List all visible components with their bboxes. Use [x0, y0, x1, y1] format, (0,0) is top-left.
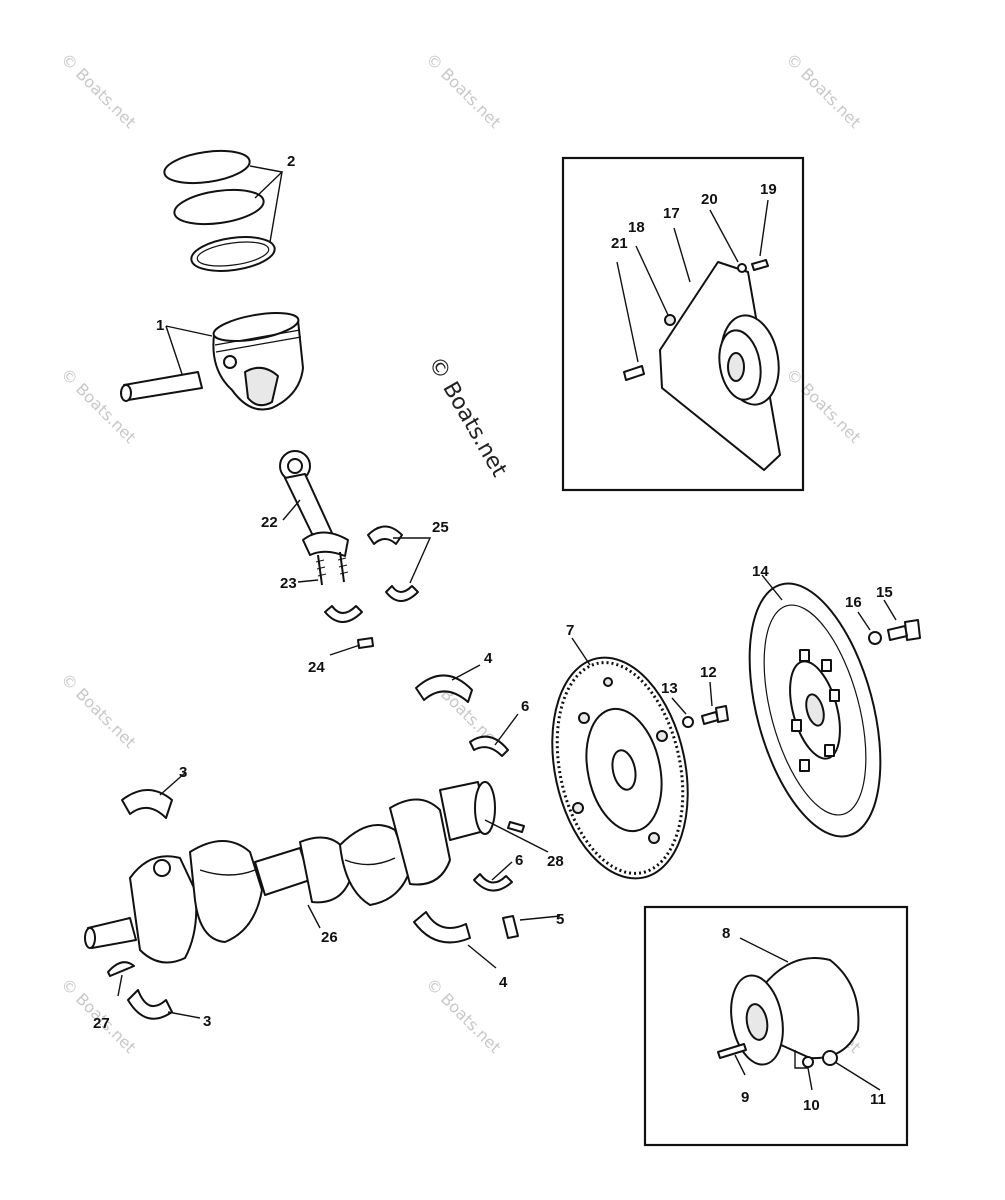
callout-6-lower: 6 [515, 852, 523, 869]
main-bearing-lower-4 [413, 911, 471, 944]
watermark-text: © Boats.net [57, 364, 139, 446]
rod-cap-bearing [324, 605, 363, 623]
thrust-washer-6-lower [473, 873, 513, 892]
callout-3-lower: 3 [203, 1013, 211, 1030]
adapter-plate [659, 261, 781, 471]
callout-9: 9 [741, 1089, 749, 1106]
bolt-12 [701, 705, 729, 725]
piston-rings [163, 149, 276, 272]
callout-labels: 2 1 22 23 24 25 4 6 3 28 6 5 4 26 3 27 7… [93, 153, 893, 1114]
callout-21: 21 [611, 235, 628, 252]
washer-16 [868, 631, 882, 645]
callout-20: 20 [701, 191, 718, 208]
piston-and-pin [120, 312, 304, 411]
inset-box-top [561, 156, 805, 492]
watermark-text: © Boats.net [57, 669, 139, 751]
callout-10: 10 [803, 1097, 820, 1114]
callout-26: 26 [321, 929, 338, 946]
callout-6-upper: 6 [521, 698, 529, 715]
callout-23: 23 [280, 575, 297, 592]
callout-7: 7 [566, 622, 574, 639]
bolt-15 [887, 619, 921, 641]
washer-20 [737, 263, 747, 273]
washer-13 [682, 716, 694, 728]
callout-14: 14 [752, 563, 769, 580]
drive-coupler [730, 957, 860, 1066]
dowel-pin-5 [502, 915, 519, 939]
washer-10 [802, 1056, 814, 1068]
inset-box-bottom [643, 905, 909, 1147]
dowel-pin-28 [507, 821, 525, 833]
leader-lines [117, 165, 897, 1091]
watermark-text: © Boats.net [422, 974, 504, 1056]
callout-19: 19 [760, 181, 777, 198]
callout-24: 24 [308, 659, 325, 676]
flywheel-assembly [551, 656, 689, 880]
bolt-21 [623, 365, 645, 381]
main-bearing-upper-4 [415, 674, 473, 703]
damper-plate [748, 582, 882, 838]
rod-nut [357, 637, 374, 649]
callout-3-upper: 3 [179, 764, 187, 781]
callout-16: 16 [845, 594, 862, 611]
main-bearing-3-lower [127, 989, 173, 1020]
callout-13: 13 [661, 680, 678, 697]
callout-27: 27 [93, 1015, 110, 1032]
nut-11 [822, 1050, 838, 1066]
watermark-text: © Boats.net [782, 49, 864, 131]
rod-bearing-lower [385, 585, 419, 602]
watermark-main: © Boats.net [423, 353, 512, 482]
callout-5: 5 [556, 911, 564, 928]
callout-8: 8 [722, 925, 730, 942]
callout-28: 28 [547, 853, 564, 870]
crankshaft [84, 781, 496, 964]
watermark-text: © Boats.net [422, 49, 504, 131]
watermark-text: © Boats.net [782, 364, 864, 446]
callout-15: 15 [876, 584, 893, 601]
callout-1: 1 [156, 317, 164, 334]
stud-9 [717, 1043, 747, 1059]
callout-22: 22 [261, 514, 278, 531]
callout-12: 12 [700, 664, 717, 681]
woodruff-key [107, 961, 135, 977]
callout-4-lower: 4 [499, 974, 508, 991]
rod-bearing-upper [367, 525, 403, 545]
bolt-19 [751, 259, 769, 271]
callout-11: 11 [870, 1091, 886, 1108]
callout-25: 25 [432, 519, 449, 536]
callout-18: 18 [628, 219, 645, 236]
watermark-text: © Boats.net [57, 49, 139, 131]
main-bearing-3-upper [121, 789, 173, 819]
callout-17: 17 [663, 205, 680, 222]
callout-2: 2 [287, 153, 295, 170]
callout-4-upper: 4 [484, 650, 493, 667]
connecting-rod [279, 450, 349, 586]
